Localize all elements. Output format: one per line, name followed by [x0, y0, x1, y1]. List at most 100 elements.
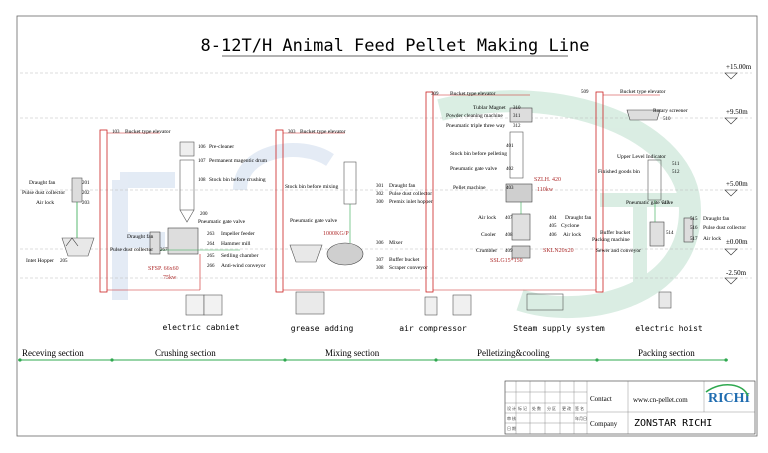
pelletizing-labels: Bucket type elevator Tublar Magnet Powde…: [431, 91, 592, 264]
label-pulse-dust-collector: Pulse dust collector: [22, 190, 65, 196]
section-labels: Receving section Crushing section Mixing…: [22, 348, 695, 358]
mixing-labels: Bucket type elevator Stock bin before mi…: [285, 129, 433, 271]
grid-mark: 设 计: [507, 405, 516, 411]
label-bucket-elevator: Bucket type elevator: [125, 129, 171, 135]
code-tag: 306: [376, 241, 384, 246]
label-gate-valve: Pneumatic gate valve: [450, 166, 498, 172]
title-block-frame: [504, 380, 756, 435]
code-tag: 512: [672, 170, 680, 175]
elevation-marker: +15.00m: [724, 63, 752, 80]
company-name: ZONSTAR RICHI: [634, 418, 712, 429]
level-triangle-icon: [724, 248, 738, 256]
label-gate-valve: Pneumatic gate valve: [626, 200, 674, 206]
section-label: Mixing section: [325, 348, 380, 358]
hoist-icon: [658, 291, 672, 309]
title-block: 设 计 审 核 日 期 标 记 处 数 分 区 更 改 签 名 年月日 Cont…: [504, 380, 756, 435]
label-crumbler: Crumbler: [476, 248, 497, 254]
label-draught-fan: Draught fan: [389, 182, 416, 189]
label-buffer-bucket: Buffer bucket: [600, 229, 631, 236]
utility-electric-hoist: electric hoist: [635, 291, 703, 333]
label-air-lock: Air lock: [478, 215, 496, 221]
powder-cleaner-icon: [509, 107, 533, 123]
pellet-mill-icon: [505, 183, 533, 203]
code-tag: 408: [505, 233, 513, 238]
mixer-icon: [326, 242, 364, 266]
label-premix-hopper: Premix inlet hopper: [389, 199, 433, 205]
utility-label: Steam supply system: [513, 324, 605, 333]
code-tag: 205: [60, 259, 68, 264]
code-tag: 514: [666, 231, 674, 236]
air-tank-icon: [452, 294, 472, 316]
label-inlet-hopper: Intet Hopper: [26, 258, 54, 264]
code-tag: 311: [513, 114, 521, 119]
dust-collector-icon: [683, 217, 694, 243]
label-draught-fan: Draught fan: [703, 215, 730, 222]
cooler-model: SKLN20x20: [543, 248, 574, 254]
electric-cabinet-icon: [203, 294, 223, 316]
level-label: +5.00m: [726, 180, 748, 188]
grid-mark: 处 数: [532, 405, 541, 411]
finished-bin-icon: [647, 159, 662, 201]
level-label: +15.00m: [726, 63, 752, 71]
label-pulse-dust-collector: Pulse dust collector: [389, 191, 432, 197]
level-label: +9.50m: [726, 108, 748, 116]
code-tag: 308: [376, 266, 384, 271]
code-tag: 201: [82, 181, 90, 186]
code-tag: 301: [376, 184, 384, 189]
code-tag: 309: [431, 92, 439, 97]
section-label: Packing section: [638, 348, 695, 358]
level-triangle-icon: [724, 72, 738, 80]
code-tag: 266: [207, 264, 215, 269]
grid-mark: 更 改: [562, 405, 571, 411]
utility-label: grease adding: [291, 324, 354, 333]
code-tag: 516: [690, 226, 698, 231]
intake-hopper-icon: [61, 237, 95, 257]
code-tag: 303: [288, 130, 296, 135]
bucket-elevator-icon: [595, 91, 604, 293]
label-cyclone: Cyclone: [561, 223, 580, 229]
code-tag: 107: [198, 159, 206, 164]
label-settling-chamber: Setlling chamber: [221, 253, 259, 259]
code-tag: 404: [549, 216, 557, 221]
grid-mark: 签 名: [575, 405, 584, 411]
label-rotary-screener: Rotary screener: [653, 108, 688, 114]
hammer-mill-icon: [167, 227, 199, 255]
label-gate-valve: Pneumatic gate valve: [290, 218, 338, 224]
website-text: www.cn-pellet.com: [633, 396, 688, 404]
company-label: Company: [590, 420, 618, 428]
page-title: 8-12T/H Animal Feed Pellet Making Line: [201, 36, 590, 56]
logo-wordmark: RICHI: [708, 391, 750, 406]
contact-label: Contact: [590, 395, 612, 403]
code-tag: 517: [690, 237, 698, 242]
crumbler-model: SSLG15*150: [490, 258, 523, 264]
bucket-elevator-icon: [99, 129, 108, 293]
label-draught-fan: Draught fan: [565, 214, 592, 221]
code-tag: 267: [160, 248, 168, 253]
code-tag: 103: [112, 130, 120, 135]
grid-mark: 分 区: [547, 405, 556, 411]
grid-mark: 日 期: [507, 425, 516, 431]
label-anti-wind-conveyor: Anti-wind conveyor: [221, 263, 266, 269]
label-pre-cleaner: Pre-cleaner: [209, 144, 234, 150]
label-gate-valve: Pneumatic gate valve: [198, 219, 246, 225]
label-stock-bin: Stock bin before mixing: [285, 183, 339, 190]
grease-pump-icon: [295, 291, 325, 315]
label-stock-bin: Stock bin before pelleting: [450, 150, 507, 157]
label-scraper-conveyor: Scraper conveyor: [389, 265, 428, 271]
label-packing-machine: Packing machine: [592, 237, 630, 243]
label-magnetic-drum: Permanent magentic drum: [209, 158, 268, 164]
label-bucket-elevator: Bucket type elevator: [450, 91, 496, 97]
code-tag: 511: [672, 162, 680, 167]
label-upper-level: Upper Level Indicator: [617, 154, 666, 160]
crushing-equipment: [99, 129, 240, 293]
utility-steam-supply: Steam supply system: [513, 293, 605, 333]
label-draught-fan: Draught fan: [29, 179, 56, 186]
mill-power: 75kw: [163, 275, 177, 281]
level-triangle-icon: [724, 189, 738, 197]
code-tag: 312: [513, 124, 521, 129]
level-triangle-icon: [724, 117, 738, 125]
mill-model: SFSP. 66x60: [148, 266, 179, 272]
code-tag: 513: [662, 201, 670, 206]
code-tag: 310: [513, 106, 521, 111]
code-tag: 300: [376, 200, 384, 205]
